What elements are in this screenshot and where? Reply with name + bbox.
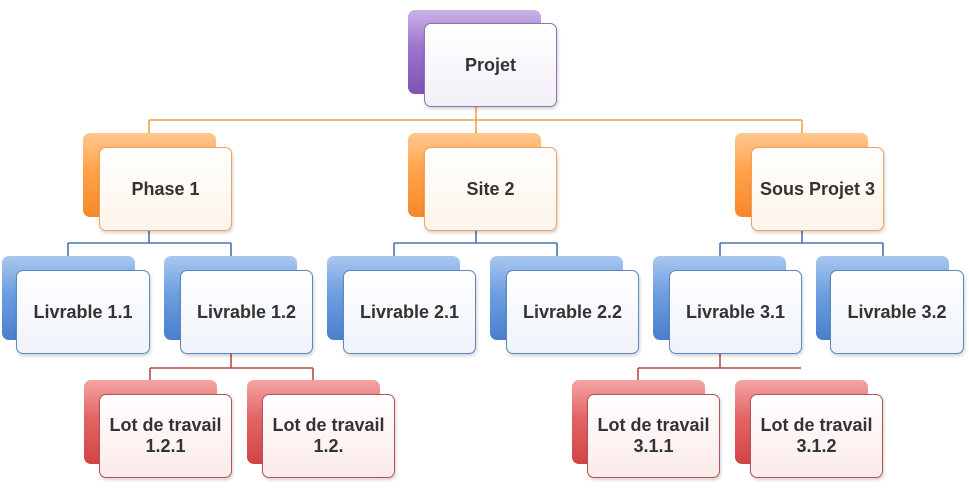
node-label: Livrable 1.2 (180, 270, 313, 354)
node-label: Livrable 3.1 (669, 270, 802, 354)
node-label: Livrable 1.1 (16, 270, 150, 354)
node-label: Lot de travail 1.2.1 (99, 394, 232, 478)
node-label: Projet (424, 23, 557, 107)
level1-connectors (67, 231, 884, 256)
node-label: Sous Projet 3 (751, 147, 884, 231)
node-label: Site 2 (424, 147, 557, 231)
node-label: Livrable 2.2 (506, 270, 639, 354)
node-label: Lot de travail 1.2. (262, 394, 395, 478)
node-label: Livrable 2.1 (343, 270, 476, 354)
root-connectors (148, 107, 803, 133)
level2-connectors (149, 354, 801, 380)
node-label: Lot de travail 3.1.1 (587, 394, 720, 478)
node-label: Lot de travail 3.1.2 (750, 394, 883, 478)
node-label: Phase 1 (99, 147, 232, 231)
node-label: Livrable 3.2 (830, 270, 964, 354)
